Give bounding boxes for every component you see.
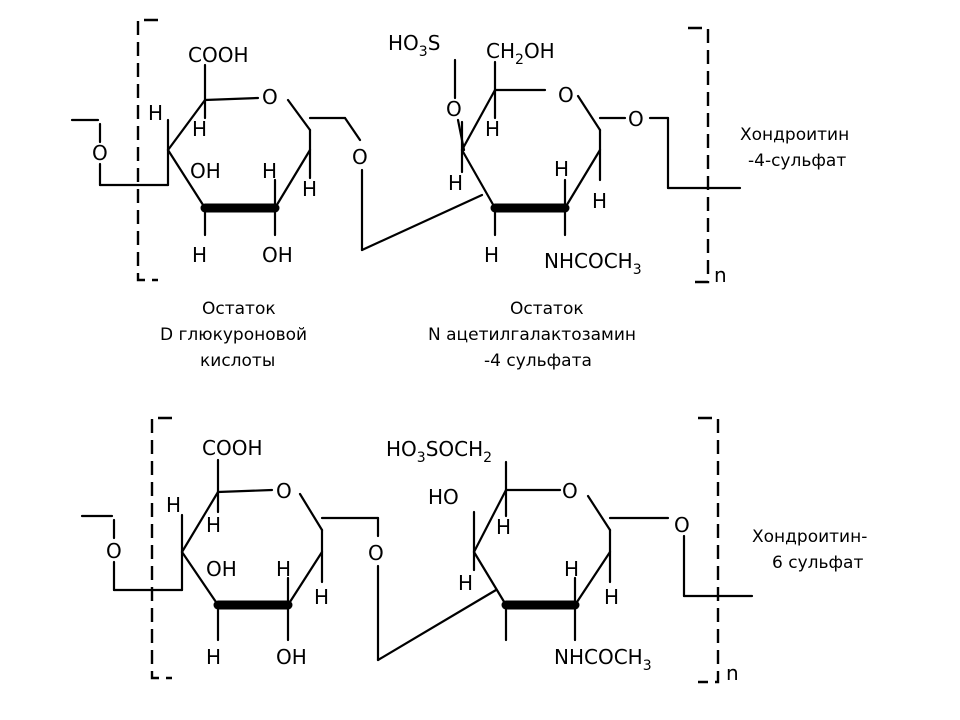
h-label: H (592, 189, 607, 213)
chondroitin-6-sulfate-structure: n O COOH O H (80, 416, 867, 685)
h-label: H (166, 493, 181, 517)
caption-right-line2: N ацетилгалактозамин (428, 325, 636, 345)
bond (573, 550, 612, 607)
bond (586, 494, 612, 532)
galactosamine-ring-bottom (472, 460, 754, 642)
bond (166, 98, 207, 152)
h-label: H (276, 557, 291, 581)
bond (298, 492, 324, 532)
h-label: H (554, 157, 569, 181)
bond (456, 118, 466, 152)
left-bracket-bottom (150, 416, 172, 680)
bond (216, 488, 274, 494)
right-oxygen-top: O (628, 107, 644, 131)
caption-right-line1: Остаток (510, 299, 584, 319)
compound-name-line1-bottom: Хондроитин- (752, 527, 867, 547)
oh-label: OH (262, 243, 293, 267)
h-label: H (458, 571, 473, 595)
bond (203, 96, 260, 102)
h-label: H (448, 171, 463, 195)
oh-label: OH (190, 159, 221, 183)
ring-oxygen-glc-bottom: O (276, 479, 292, 503)
caption-left-line2: D глюкуроновой (160, 325, 307, 345)
h-label: H (485, 117, 500, 141)
so3-och2-label-bottom: HO3SOCH2 (386, 437, 492, 466)
ring-oxygen-gal-top: O (558, 83, 574, 107)
bond (563, 148, 602, 210)
bond (180, 550, 220, 607)
compound-name-line1-top: Хондроитин (740, 125, 849, 145)
h-label: H (314, 585, 329, 609)
ho-label-bottom: HO (428, 485, 459, 509)
h-label: H (206, 513, 221, 537)
bond (343, 116, 362, 142)
h-label: H (302, 177, 317, 201)
right-bracket-top (688, 26, 710, 284)
bond (460, 148, 497, 210)
caption-left-line1: Остаток (202, 299, 276, 319)
glucuronic-acid-ring-bottom (180, 458, 498, 662)
bond (166, 148, 207, 210)
right-bracket-bottom (698, 416, 720, 684)
bond (286, 550, 324, 607)
bond (472, 488, 508, 554)
galactosamine-ring-top (453, 58, 742, 237)
repeat-n-top: n (714, 263, 727, 287)
link-oxygen-top: O (352, 145, 368, 169)
glucuronic-acid-ring-top (166, 63, 484, 252)
h-label: H (604, 585, 619, 609)
h-label: H (262, 159, 277, 183)
bond (472, 550, 508, 607)
link-oxygen-bottom: O (368, 541, 384, 565)
compound-name-line2-bottom: 6 сульфат (772, 553, 863, 573)
oh-label: OH (276, 645, 307, 669)
ch2oh-label-top: CH2OH (486, 39, 555, 68)
oh-label: OH (206, 557, 237, 581)
ring-oxygen-glc-top: O (262, 85, 278, 109)
h-label: H (148, 101, 163, 125)
bond (576, 94, 602, 132)
right-oxygen-bottom: O (674, 513, 690, 537)
cooh-label-top: COOH (188, 43, 249, 67)
h-label: H (496, 515, 511, 539)
h-label: H (484, 243, 499, 267)
repeat-n-bottom: n (726, 661, 739, 685)
caption-left-line3: кислоты (200, 351, 275, 371)
h-label: H (192, 117, 207, 141)
ester-oxygen-top: O (446, 97, 462, 121)
cooh-label-bottom: COOH (202, 436, 263, 460)
so3-label-top: HO3S (388, 31, 440, 60)
bond (180, 490, 220, 554)
nhcoch3-label-bottom: NHCOCH3 (554, 645, 652, 674)
bond (460, 88, 497, 152)
left-bracket-top (136, 18, 158, 282)
left-oxygen-top: O (92, 141, 108, 165)
ring-oxygen-gal-bottom: O (562, 479, 578, 503)
chondroitin-4-sulfate-structure: n O COOH O (70, 18, 849, 371)
h-label: H (564, 557, 579, 581)
compound-name-line2-top: -4-сульфат (748, 151, 846, 171)
left-oxygen-bottom: O (106, 539, 122, 563)
bond (286, 98, 312, 132)
h-label: H (192, 243, 207, 267)
h-label: H (206, 645, 221, 669)
bond (273, 148, 312, 210)
nhcoch3-label-top: NHCOCH3 (544, 249, 642, 278)
caption-right-line3: -4 сульфата (484, 351, 592, 371)
bond (360, 193, 484, 252)
bond (376, 588, 498, 662)
